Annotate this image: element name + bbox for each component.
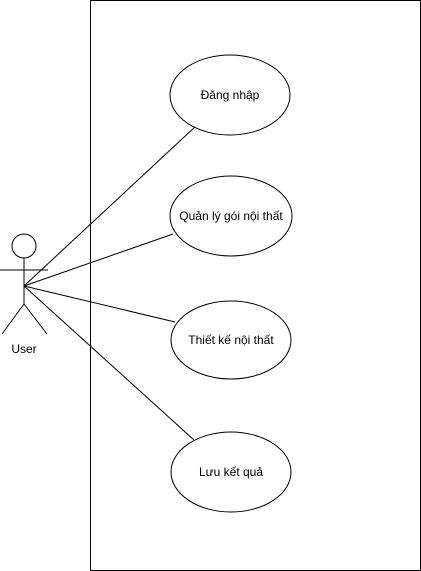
association-manage-packages <box>23 233 174 287</box>
use-case-ellipse <box>170 300 292 380</box>
association-login <box>23 125 197 287</box>
association-save-result <box>23 285 195 441</box>
use-case-interior-design[interactable]: Thiết kế nội thất <box>170 300 292 380</box>
actor-right-leg <box>23 303 48 335</box>
use-case-login[interactable]: Đăng nhập <box>169 54 291 136</box>
actor-label: User <box>11 342 36 356</box>
use-case-manage-packages[interactable]: Quản lý gói nội thất <box>169 175 293 257</box>
use-case-label: Thiết kế nội thất <box>188 333 274 347</box>
use-case-ellipse <box>169 175 293 257</box>
associations <box>23 125 197 441</box>
use-case-ellipse <box>169 54 291 136</box>
use-case-label: Lưu kết quả <box>199 465 263 479</box>
actor-head <box>11 233 37 259</box>
association-interior-design <box>23 285 176 323</box>
use-case-save-result[interactable]: Lưu kết quả <box>170 431 292 513</box>
use-case-label: Quản lý gói nội thất <box>179 209 283 223</box>
use-case-ellipse <box>170 431 292 513</box>
actor-left-leg <box>1 303 25 335</box>
actor-user[interactable] <box>0 233 48 335</box>
use-case-label: Đăng nhập <box>201 88 260 102</box>
